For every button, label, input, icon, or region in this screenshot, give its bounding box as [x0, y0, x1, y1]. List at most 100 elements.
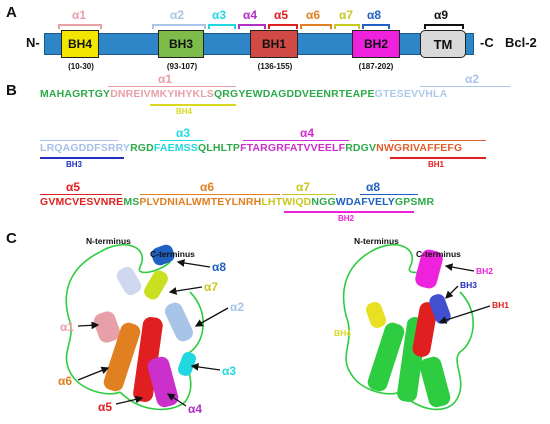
seq-label-a8: α8 [366, 180, 381, 194]
seq-overline-a2 [420, 86, 510, 87]
helix-label-a7: α7 [339, 8, 354, 22]
seq-segment: RDGV [345, 142, 377, 154]
helix-bracket-a3 [208, 24, 236, 29]
helix-bracket-a1 [58, 24, 102, 29]
seq-segment: PLVDNIALWMTEYLNRH [139, 196, 262, 208]
seq-overline-a5 [40, 194, 122, 195]
helix-left-a8 [151, 244, 175, 266]
arrow-left-a1 [77, 321, 100, 330]
seq-label-a6: α6 [200, 180, 215, 194]
helix-right-bh1 [412, 302, 438, 357]
helix-label-a3: α3 [212, 8, 227, 22]
helix-bracket-a4 [238, 24, 266, 29]
structure-left [65, 243, 204, 411]
helix-bracket-a7 [334, 24, 360, 29]
seq-segment: MS [123, 196, 140, 208]
helix-bracket-a5 [268, 24, 298, 29]
seq-overline-a7 [282, 194, 336, 195]
seq-underline-bh2 [284, 211, 414, 213]
seq-segment: DNREIVMKYIHYKLS [110, 88, 214, 100]
seq-label-a2: α2 [465, 72, 480, 86]
helix-left-a5 [133, 317, 163, 402]
seq-underline-bh3 [40, 157, 124, 159]
n-term-label: N- [26, 35, 40, 50]
panel-label-b: B [6, 82, 17, 99]
right-c-terminus: C-terminus [416, 249, 461, 259]
helix-right-3 [419, 356, 451, 408]
structure-right [342, 243, 474, 411]
seq-label-bh2: BH2 [338, 214, 355, 223]
helix-right-bh2 [415, 249, 443, 289]
helix-bracket-a2 [152, 24, 206, 29]
seq-segment: GTESEVVHLA [374, 88, 448, 100]
left-callout-a3: α3 [222, 364, 237, 378]
bh4-range: (10-30) [68, 62, 94, 71]
bh2-range: (187-202) [358, 62, 394, 71]
left-callout-a2: α2 [230, 300, 245, 314]
helix-left-a2 [165, 302, 193, 342]
seq-segment: QRGYEWDAGDDVEENRTEAPE [213, 88, 375, 100]
helix-right-bh4 [366, 302, 386, 328]
helix-label-a9: α9 [434, 8, 449, 22]
loop-left-bottom [119, 391, 186, 411]
seq-label-a7: α7 [296, 180, 311, 194]
left-callout-a6: α6 [58, 374, 73, 388]
loop-left-top [99, 243, 171, 274]
seq-segment: FAEMSS [153, 142, 198, 154]
helix-label-a6: α6 [306, 8, 321, 22]
arrow-right-bh3 [445, 285, 459, 299]
seq-label-a5: α5 [66, 180, 81, 194]
seq-underline-bh1 [390, 157, 486, 159]
helix-label-a8: α8 [367, 8, 382, 22]
seq-overline-a4 [243, 140, 349, 141]
helix-bracket-a6 [300, 24, 332, 29]
seq-label-bh3: BH3 [66, 160, 83, 169]
seq-segment: QLHLTP [197, 142, 241, 154]
arrow-left-a2 [194, 307, 229, 327]
bh4-box: BH4 [61, 30, 99, 58]
helix-left-a7 [144, 270, 168, 300]
seq-segment: LHTWIQD [261, 196, 312, 208]
sequence-line-2: LRQAGDDFSRRYRGDFAEMSSQLHLTPFTARGRFATVVEE… [40, 142, 462, 154]
seq-segment: GPSMR [394, 196, 435, 208]
tm-box: TM [420, 30, 466, 58]
panel-label-a: A [6, 4, 17, 21]
arrow-right-bh2 [444, 263, 475, 272]
left-callout-a7: α7 [204, 280, 219, 294]
arrow-right-bh1 [438, 305, 491, 324]
seq-overline-a8 [360, 194, 418, 195]
seq-segment: RGD [130, 142, 154, 154]
arrow-left-a6 [77, 366, 110, 381]
seq-label-bh4: BH4 [176, 107, 193, 116]
seq-segment: NWGRIVAFFEFG [376, 142, 463, 154]
bh1-box: BH1 [250, 30, 298, 58]
seq-overline-a3 [160, 140, 204, 141]
protein-name: Bcl-2 [505, 35, 537, 50]
right-callout-bh1: BH1 [492, 300, 510, 310]
seq-segment: MAHAGRTGY [40, 88, 111, 100]
arrow-left-a8 [176, 259, 211, 268]
loop-left-right [184, 291, 204, 403]
sequence-line-1: MAHAGRTGYDNREIVMKYIHYKLSQRGYEWDAGDDVEENR… [40, 88, 447, 100]
right-callout-bh2: BH2 [476, 266, 494, 276]
bh3-range: (93-107) [166, 62, 198, 71]
left-callout-a8: α8 [212, 260, 227, 274]
arrow-left-a5 [115, 395, 144, 405]
left-c-terminus: C-terminus [150, 249, 195, 259]
helix-left-a6 [103, 322, 141, 392]
right-callout-bh4: BH4 [334, 328, 352, 338]
loop-left-nterm [65, 251, 121, 395]
right-n-terminus: N-terminus [354, 236, 399, 246]
seq-underline-bh4 [150, 104, 236, 106]
seq-overline-a2b [40, 140, 118, 141]
seq-overline-bh1 [390, 140, 486, 141]
sequence-line-3: GVMCVESVNREMSPLVDNIALWMTEYLNRHLHTWIQDNGG… [40, 196, 434, 208]
seq-label-a1: α1 [158, 72, 173, 86]
left-n-terminus: N-terminus [86, 236, 131, 246]
helix-label-a1: α1 [72, 8, 87, 22]
helix-bracket-a8 [362, 24, 390, 29]
helix-left-loop-blue [116, 266, 142, 296]
seq-label-bh1: BH1 [428, 160, 445, 169]
